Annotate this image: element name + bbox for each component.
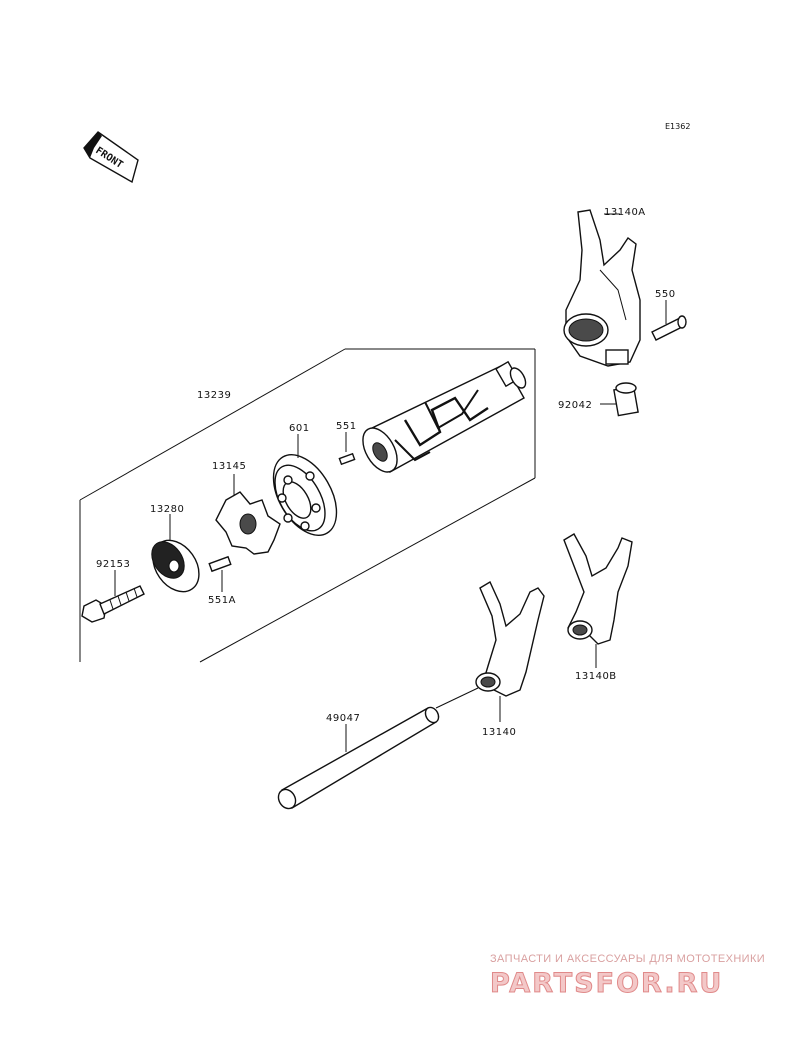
label-92042: 92042 bbox=[558, 400, 592, 411]
label-13280: 13280 bbox=[150, 504, 184, 515]
assembly-frame bbox=[79, 348, 536, 663]
shift-fork-13140b bbox=[563, 533, 633, 668]
pin-550 bbox=[651, 300, 687, 341]
label-49047: 49047 bbox=[326, 713, 360, 724]
pin-holder-13145 bbox=[215, 474, 281, 555]
watermark-tagline: ЗАПЧАСТИ И АКСЕССУАРЫ ДЛЯ МОТОТЕХНИКИ bbox=[490, 953, 765, 965]
pin-551a bbox=[208, 555, 232, 592]
shift-fork-13140a bbox=[563, 209, 641, 367]
bearing-601 bbox=[272, 434, 338, 536]
diagram-code: E1362 bbox=[665, 122, 690, 131]
shift-drum bbox=[362, 360, 527, 473]
label-601: 601 bbox=[289, 423, 310, 434]
label-13140a: 13140A bbox=[604, 207, 646, 218]
label-13140b: 13140B bbox=[575, 671, 617, 682]
label-550: 550 bbox=[655, 289, 676, 300]
label-13145: 13145 bbox=[212, 461, 246, 472]
label-13140: 13140 bbox=[482, 727, 516, 738]
label-13239: 13239 bbox=[197, 390, 231, 401]
shift-fork-13140 bbox=[475, 580, 545, 722]
plate-13280 bbox=[151, 514, 200, 593]
watermark-logo: PARTSFOR.RU bbox=[490, 968, 723, 999]
collar-92042 bbox=[600, 382, 639, 417]
pin-551 bbox=[338, 432, 356, 466]
label-551: 551 bbox=[336, 421, 357, 432]
bolt-92153 bbox=[81, 570, 145, 623]
shaft-49047 bbox=[277, 687, 479, 810]
label-551a: 551A bbox=[208, 595, 236, 606]
front-arrow-icon: FRONT bbox=[83, 131, 139, 184]
label-92153: 92153 bbox=[96, 559, 130, 570]
